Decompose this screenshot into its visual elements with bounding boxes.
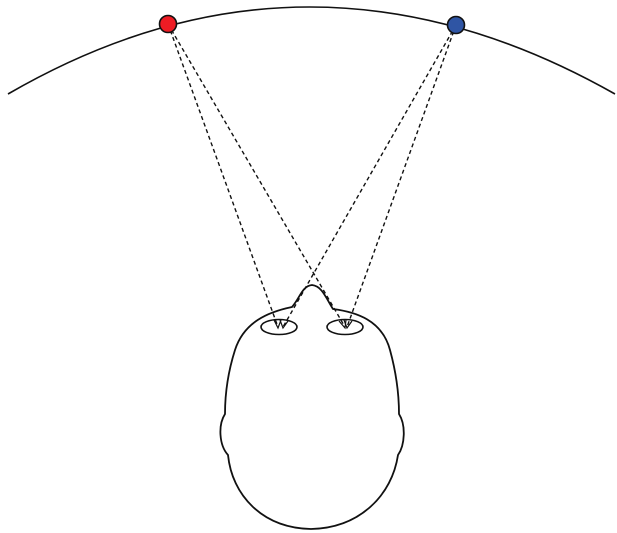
left-source-to-right-ear bbox=[168, 24, 345, 327]
head-outline bbox=[220, 285, 403, 529]
horizon-arc bbox=[8, 7, 615, 94]
sound-paths bbox=[168, 24, 456, 327]
left-sound-source bbox=[160, 16, 177, 33]
right-sound-source bbox=[448, 17, 465, 34]
arrowheads bbox=[274, 320, 352, 328]
right-source-to-left-ear bbox=[283, 25, 456, 327]
right-source-to-right-ear bbox=[347, 25, 456, 327]
left-source-to-left-ear bbox=[168, 24, 278, 327]
